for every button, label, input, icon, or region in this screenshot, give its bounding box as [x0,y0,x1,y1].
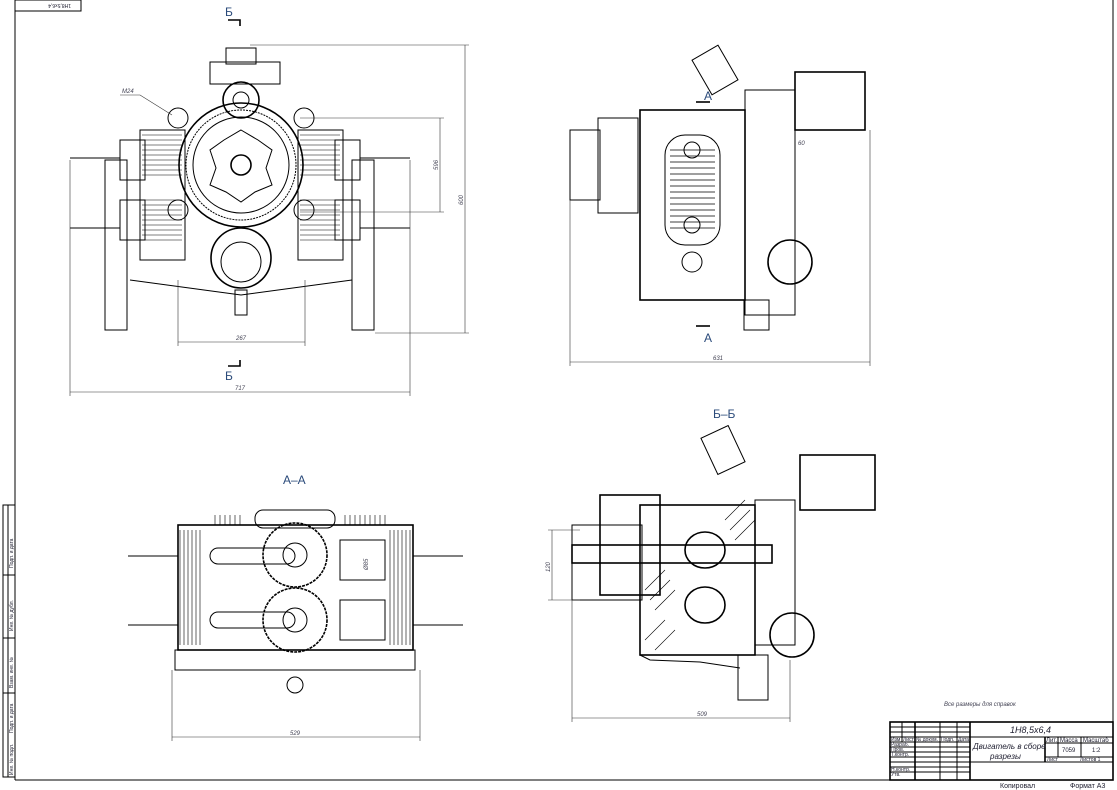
svg-text:А–А: А–А [283,473,306,487]
svg-text:Инв. № дубл.: Инв. № дубл. [9,600,15,631]
svg-text:Изм: Изм [891,737,901,743]
svg-text:60: 60 [798,141,805,147]
side-stamp: Подп. и дата Инв. № дубл. Взам. инв. № П… [2,504,16,778]
side-view: А А 60 631 [569,44,871,366]
front-view: Б Б М24 267 [69,5,469,396]
copied-label: Копировал [1000,783,1035,790]
svg-text:Лист: Лист [1047,757,1059,763]
svg-text:Листов 1: Листов 1 [1080,757,1101,763]
drawing-frame [14,0,1114,781]
svg-text:529: 529 [290,731,301,737]
svg-text:Подп. и дата: Подп. и дата [9,703,15,733]
section-bb: Б–Б 120 509 [546,407,876,722]
svg-text:596: 596 [434,159,440,170]
svg-text:1Н8,5х6,4: 1Н8,5х6,4 [1010,725,1051,735]
svg-text:Масштаб: Масштаб [1083,738,1109,744]
svg-text:717: 717 [235,386,246,392]
svg-text:Б–Б: Б–Б [713,407,736,421]
svg-text:Лист: Лист [903,737,915,743]
general-note: Все размеры для справок [944,702,1017,708]
svg-text:1:2: 1:2 [1092,748,1101,754]
svg-text:Взам. инв. №: Взам. инв. № [9,657,15,688]
svg-text:А: А [704,331,712,345]
svg-text:600: 600 [459,194,465,205]
svg-text:Т.контр.: Т.контр. [891,752,909,758]
svg-text:Инв. № подл.: Инв. № подл. [9,744,15,775]
svg-text:Двигатель в сборе: Двигатель в сборе [972,742,1046,751]
svg-text:№ докум.: № докум. [916,737,938,743]
svg-text:Масса: Масса [1060,738,1078,744]
svg-text:Н.контр.: Н.контр. [891,767,910,773]
title-block: 1Н8,5х6,4 Двигатель в сборе разрезы Лит.… [889,721,1114,781]
svg-text:Разраб.: Разраб. [891,742,909,748]
svg-text:Подп. и дата: Подп. и дата [9,538,15,568]
svg-text:120: 120 [546,561,552,572]
svg-text:разрезы: разрезы [989,752,1021,761]
svg-text:М24: М24 [122,89,134,95]
svg-text:267: 267 [235,336,247,342]
top-stamp: 1Н8,5х6,4 [48,2,71,8]
svg-text:509: 509 [697,712,708,718]
section-aa: А–А Ø85 529 [128,473,463,741]
svg-text:Утв.: Утв. [891,772,901,778]
svg-text:Пров.: Пров. [891,747,904,753]
svg-text:Б: Б [225,369,233,383]
svg-text:7059: 7059 [1062,748,1076,754]
svg-text:Дата: Дата [958,737,969,743]
svg-text:А: А [704,89,712,103]
svg-text:Ø85: Ø85 [364,558,370,571]
svg-text:631: 631 [713,356,723,362]
format-label: Формат A3 [1070,783,1105,790]
svg-text:Подп.: Подп. [941,737,954,743]
svg-text:Б: Б [225,5,233,19]
svg-text:Лит.: Лит. [1046,738,1057,744]
